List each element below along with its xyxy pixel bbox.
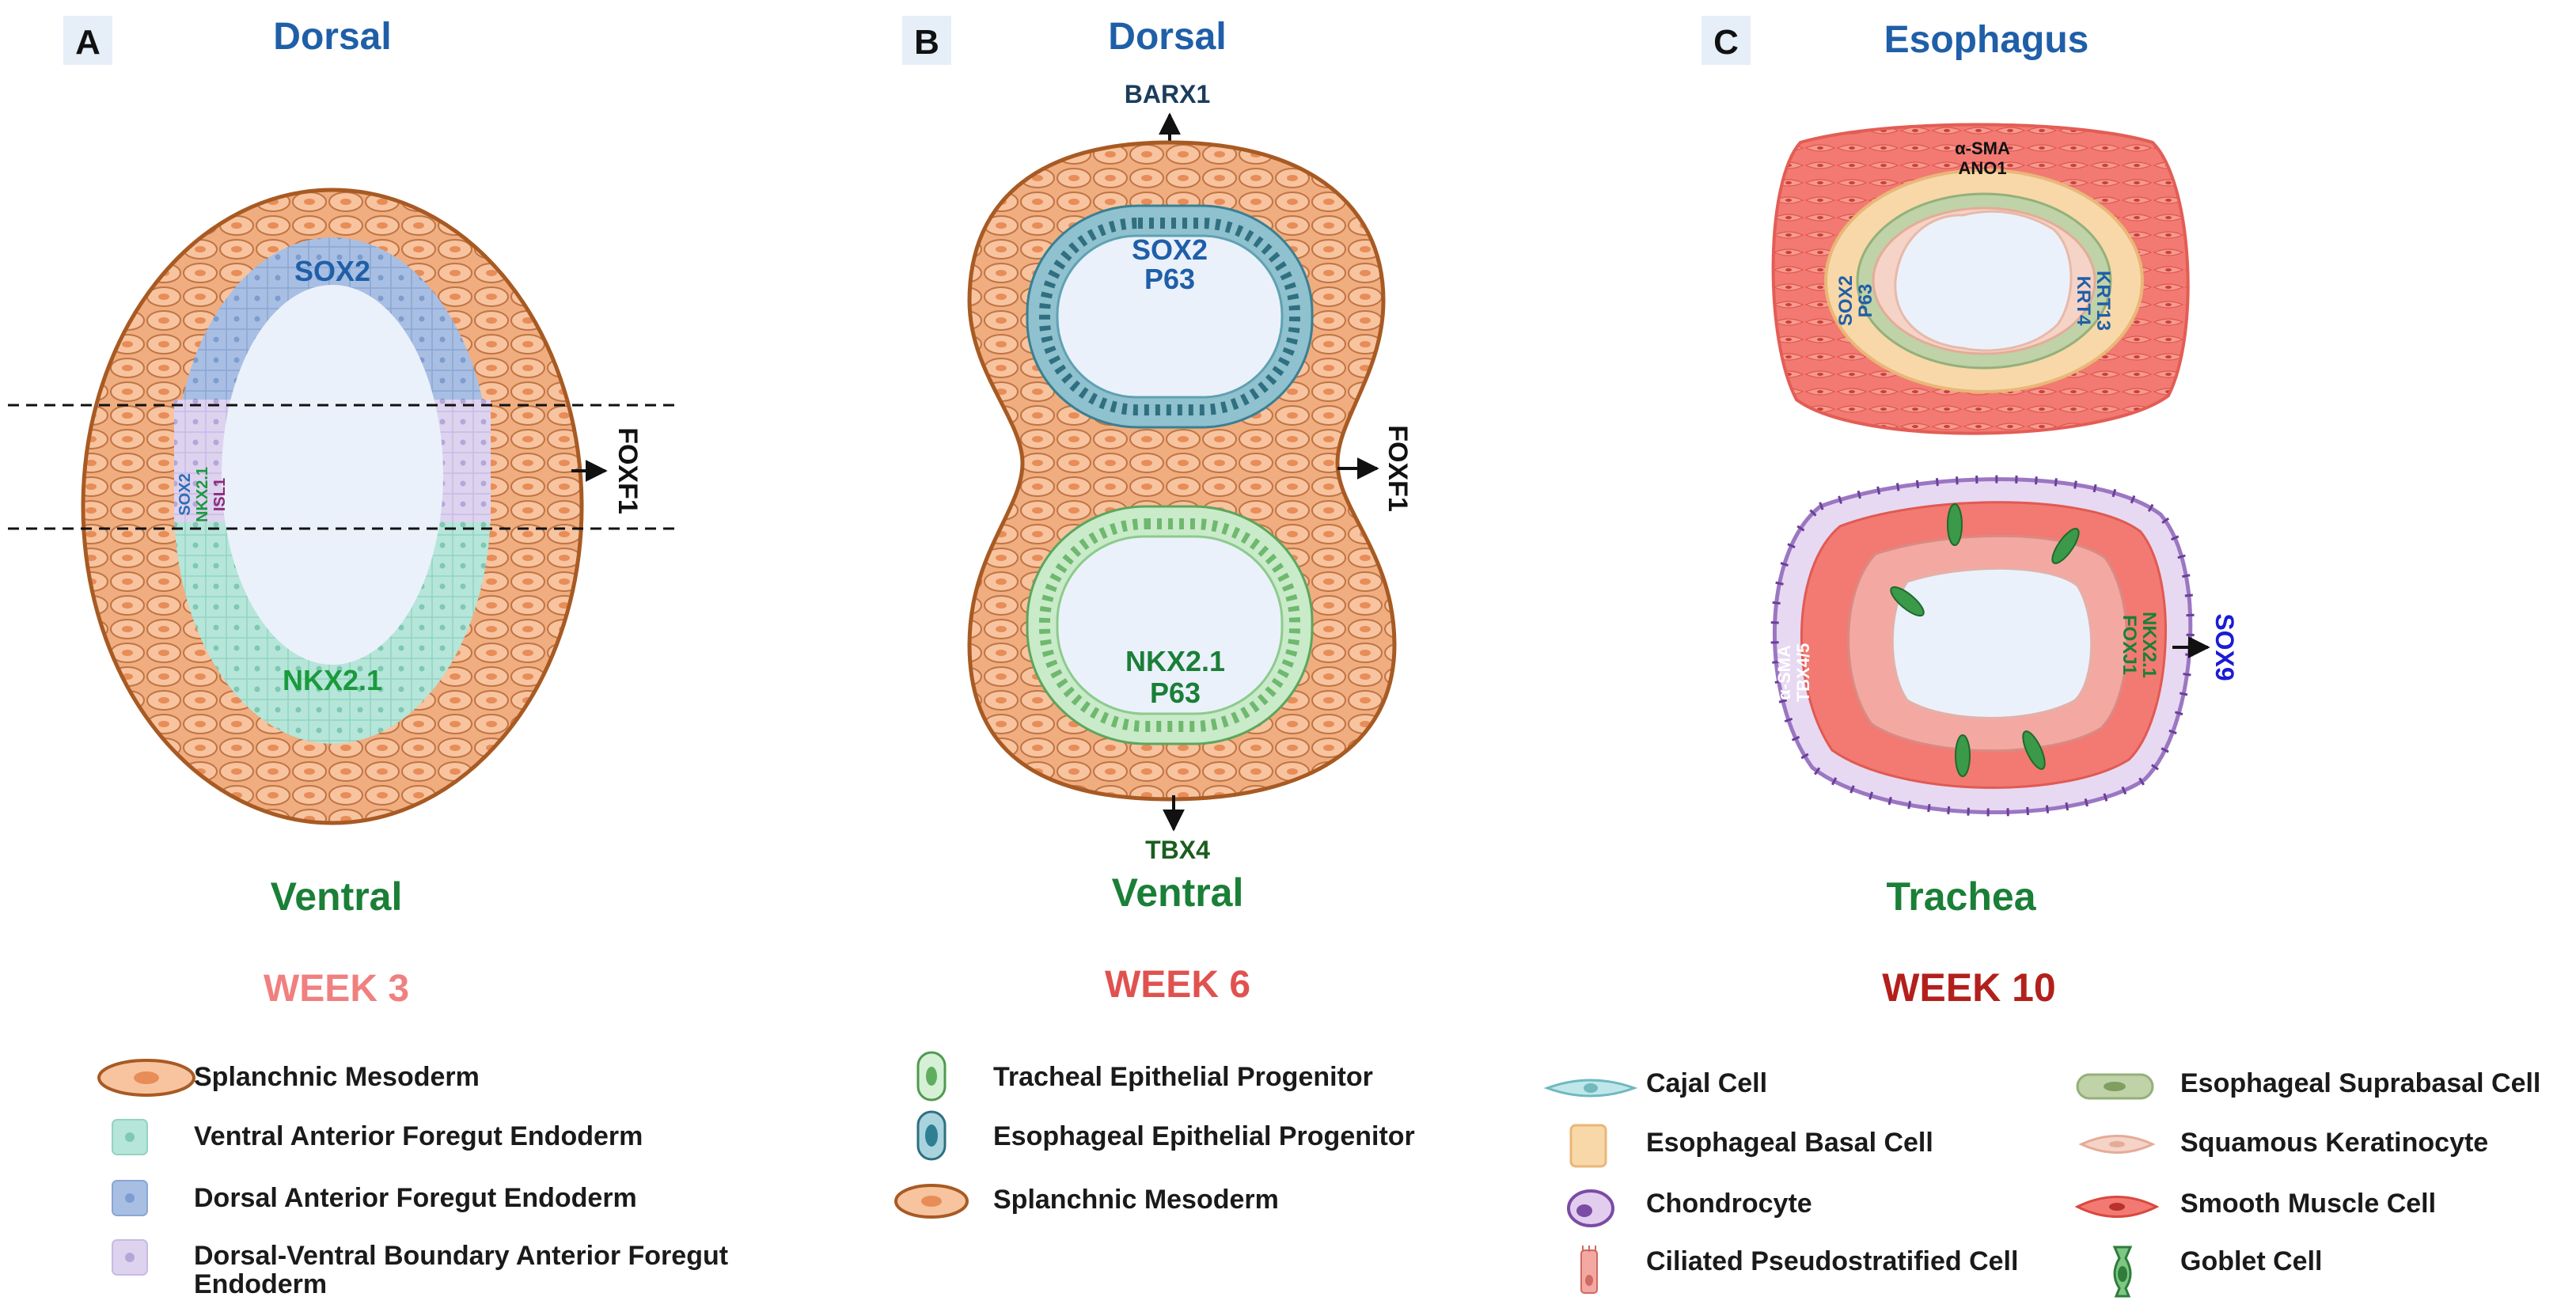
cajal-cell-icon <box>1543 1079 1638 1098</box>
panel-a-dorsal-label: Dorsal <box>273 16 391 58</box>
panel-b-ventral-label: Ventral <box>1112 870 1244 915</box>
goblet-cell-icon <box>2112 1246 2133 1298</box>
trachea-left-marker-2: TBX4/5 <box>1793 643 1813 703</box>
trachea-lumen <box>1891 567 2093 719</box>
splanchnic-mesoderm-icon <box>894 1184 969 1219</box>
panel-b-week-label: WEEK 6 <box>1105 964 1250 1006</box>
goblet-cell-4 <box>1955 734 1971 777</box>
legend-a-label-4a: Dorsal-Ventral Boundary Anterior Foregut <box>194 1241 728 1271</box>
esophageal-progenitor-icon <box>916 1110 947 1161</box>
goblet-cell-1 <box>1947 503 1963 546</box>
panel-c-week-label: WEEK 10 <box>1882 965 2056 1010</box>
legend-b: Tracheal Epithelial Progenitor Esophagea… <box>894 1051 1415 1219</box>
legend-c-label-2: Esophageal Basal Cell <box>1646 1128 1933 1158</box>
panel-b-upper-label-2: P63 <box>1144 263 1195 295</box>
panel-c: C Esophagus α-SMA ANO1 SOX2 P63 KRT13 KR… <box>1702 16 2239 1010</box>
esophagus-top-marker-2: ANO1 <box>1958 158 2006 178</box>
legend-c-label-7: Smooth Muscle Cell <box>2180 1189 2436 1219</box>
panel-a-lumen <box>222 285 443 665</box>
ciliated-cell-icon <box>1580 1246 1598 1294</box>
trachea-sox9-label: SOX9 <box>2210 613 2239 681</box>
smooth-muscle-cell-icon <box>2074 1196 2160 1218</box>
esophageal-basal-cell-icon <box>1569 1124 1607 1168</box>
panel-a-letter-box <box>63 16 112 65</box>
panel-b-foxf1-label: FOXF1 <box>1383 425 1413 512</box>
legend-b-label-3: Splanchnic Mesoderm <box>993 1185 1279 1215</box>
legend-c-label-6: Squamous Keratinocyte <box>2180 1128 2488 1158</box>
panel-c-letter: C <box>1713 23 1739 62</box>
legend-c-label-3: Chondrocyte <box>1646 1189 1812 1219</box>
esophagus-left-marker-2: P63 <box>1855 284 1876 318</box>
esophagus-left-marker-1: SOX2 <box>1835 275 1857 326</box>
trachea-left-marker-1: α-SMA <box>1774 645 1794 700</box>
panel-b-dorsal-label: Dorsal <box>1108 16 1226 58</box>
panel-a-letter: A <box>75 23 101 62</box>
panel-b: B Dorsal BARX1 SOX2 P63 NKX2.1 P63 FOXF1… <box>902 16 1413 1006</box>
panel-a-boundary-nkx21: NKX2.1 <box>194 467 211 522</box>
panel-c-esophagus-label: Esophagus <box>1884 19 2089 61</box>
legend-c-label-4: Ciliated Pseudostratified Cell <box>1646 1246 2018 1276</box>
legend-b-label-2: Esophageal Epithelial Progenitor <box>993 1121 1415 1151</box>
panel-b-barx1-label: BARX1 <box>1125 80 1210 108</box>
esophagus-right-marker-1: KRT13 <box>2092 271 2114 331</box>
esophagus-top-marker-1: α-SMA <box>1955 138 2010 158</box>
panel-a-sox2-label: SOX2 <box>294 255 370 287</box>
splanchnic-mesoderm-icon <box>97 1059 195 1097</box>
legend-c-label-8: Goblet Cell <box>2180 1246 2322 1276</box>
dorsal-endoderm-icon <box>112 1180 148 1216</box>
panel-b-lower-label-1: NKX2.1 <box>1125 645 1225 677</box>
legend-a-label-3: Dorsal Anterior Foregut Endoderm <box>194 1183 637 1213</box>
panel-b-esophageal-lumen <box>1056 234 1284 399</box>
panel-b-tracheal-nuclei <box>1039 518 1300 732</box>
legend-a-label-1: Splanchnic Mesoderm <box>194 1062 480 1092</box>
panel-a-foxf1-label: FOXF1 <box>613 427 643 514</box>
ventral-endoderm-icon <box>112 1119 148 1155</box>
panel-a-boundary-sox2: SOX2 <box>176 473 194 515</box>
trachea-right-marker-2: FOXJ1 <box>2119 615 2140 675</box>
tracheal-progenitor-icon <box>916 1051 947 1102</box>
legend-c-label-1: Cajal Cell <box>1646 1068 1767 1098</box>
panel-b-tracheal-lumen <box>1056 535 1284 715</box>
trachea-right-marker-1: NKX2.1 <box>2138 612 2160 678</box>
legend-a-label-2: Ventral Anterior Foregut Endoderm <box>194 1121 643 1151</box>
boundary-endoderm-icon <box>112 1239 148 1276</box>
chondrocyte-icon <box>1567 1189 1614 1227</box>
legend-a: Splanchnic Mesoderm Ventral Anterior For… <box>97 1059 728 1299</box>
esophagus-lumen <box>1894 210 2073 352</box>
panel-b-upper-label-1: SOX2 <box>1132 233 1208 266</box>
suprabasal-cell-icon <box>2076 1073 2154 1100</box>
goblet-cell-2 <box>2051 528 2080 564</box>
panel-a-nkx21-label: NKX2.1 <box>283 664 382 696</box>
legend-c: Cajal Cell Esophageal Basal Cell Chondro… <box>1543 1068 2540 1298</box>
panel-c-letter-box <box>1702 16 1751 65</box>
panel-c-trachea-label: Trachea <box>1886 874 2036 919</box>
panel-a-ventral-label: Ventral <box>271 874 403 919</box>
legend-c-label-5: Esophageal Suprabasal Cell <box>2180 1068 2540 1098</box>
legend-b-label-1: Tracheal Epithelial Progenitor <box>993 1062 1373 1092</box>
panel-b-letter-box <box>902 16 951 65</box>
squamous-keratinocyte-icon <box>2078 1135 2156 1154</box>
panel-a-boundary-isl1: ISL1 <box>211 478 229 511</box>
panel-b-tbx4-label: TBX4 <box>1145 836 1210 864</box>
panel-a: A Dorsal SOX2 NKX2.1 SOX2 NKX2.1 ISL1 FO… <box>8 16 681 1010</box>
legend-a-label-4b: Endoderm <box>194 1269 327 1299</box>
esophagus-right-marker-2: KRT4 <box>2073 276 2094 326</box>
panel-b-esophageal-nuclei <box>1039 218 1300 415</box>
goblet-cell-5 <box>2022 730 2046 770</box>
goblet-cell-3 <box>1890 586 1925 617</box>
panel-b-lower-label-2: P63 <box>1150 677 1201 709</box>
panel-a-week-label: WEEK 3 <box>264 968 409 1010</box>
panel-b-letter: B <box>914 23 939 62</box>
